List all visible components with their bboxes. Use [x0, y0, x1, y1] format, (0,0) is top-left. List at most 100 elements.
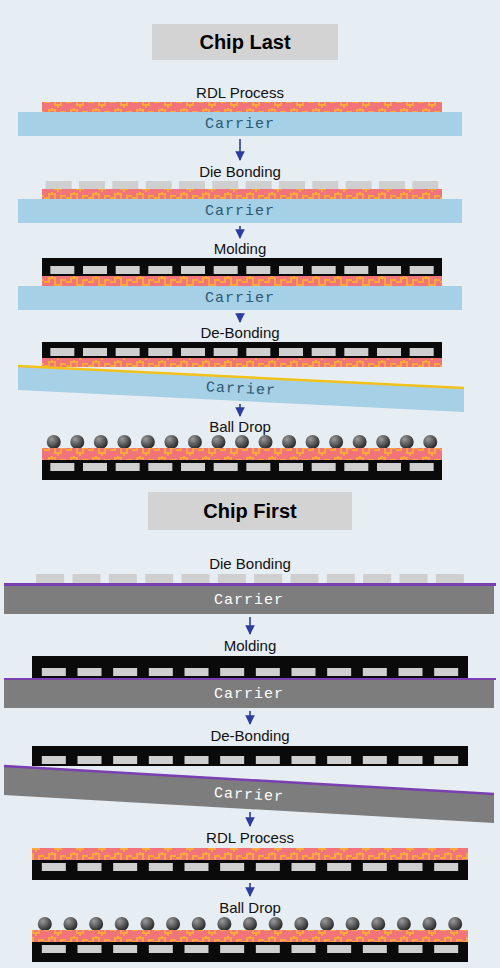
solder-ball — [400, 435, 414, 449]
die — [145, 574, 173, 583]
solder-ball — [47, 435, 61, 449]
flow-arrow — [239, 139, 241, 160]
die — [436, 574, 464, 583]
solder-ball — [38, 917, 52, 931]
die — [312, 463, 336, 471]
die — [377, 266, 401, 274]
rdl-layer — [32, 848, 468, 860]
die — [377, 463, 401, 471]
die — [399, 668, 423, 676]
solder-ball — [141, 435, 155, 449]
rdl-layer — [42, 448, 442, 460]
carrier-label: Carrier — [214, 592, 284, 609]
die — [344, 348, 368, 356]
die — [78, 863, 102, 871]
die — [279, 266, 303, 274]
solder-ball — [188, 435, 202, 449]
die — [112, 181, 138, 189]
die — [149, 668, 173, 676]
die — [214, 266, 238, 274]
carrier-label: Carrier — [206, 379, 277, 399]
step-label: Die Bonding — [199, 163, 281, 180]
die — [292, 863, 316, 871]
flow-arrow — [239, 404, 241, 416]
step-label: Ball Drop — [209, 418, 271, 435]
die — [327, 574, 355, 583]
tilted-carrier — [18, 366, 464, 412]
rdl-layer — [32, 930, 468, 942]
die — [113, 756, 137, 764]
mold-compound — [32, 656, 468, 678]
die — [279, 348, 303, 356]
carrier-band: Carrier — [18, 366, 464, 412]
die — [410, 463, 434, 471]
mold-compound — [42, 460, 442, 480]
solder-ball — [94, 435, 108, 449]
die — [78, 756, 102, 764]
die — [327, 668, 351, 676]
die — [434, 945, 458, 953]
die — [83, 463, 107, 471]
die — [50, 266, 74, 274]
solder-ball — [166, 917, 180, 931]
flow-arrow — [239, 313, 241, 322]
solder-ball — [376, 435, 390, 449]
step-label: Molding — [214, 240, 267, 257]
carrier-band: Carrier — [4, 680, 494, 708]
section-title: Chip Last — [152, 24, 338, 60]
die — [400, 574, 428, 583]
flow-arrow — [249, 617, 251, 634]
die — [83, 266, 107, 274]
die — [79, 181, 105, 189]
mold-compound — [32, 746, 468, 766]
die — [279, 463, 303, 471]
die — [185, 756, 209, 764]
die — [185, 863, 209, 871]
die — [220, 863, 244, 871]
title-text: Chip First — [203, 500, 296, 523]
die — [291, 574, 319, 583]
mold-compound — [32, 942, 468, 962]
die — [83, 348, 107, 356]
die — [148, 348, 172, 356]
flow-arrow — [249, 883, 251, 896]
die — [36, 574, 64, 583]
die — [73, 574, 101, 583]
die — [42, 863, 66, 871]
die — [363, 945, 387, 953]
die — [214, 348, 238, 356]
die — [148, 266, 172, 274]
die — [327, 756, 351, 764]
section-title: Chip First — [148, 492, 352, 530]
rdl-layer — [42, 276, 442, 286]
carrier-label: Carrier — [205, 116, 275, 133]
solder-ball — [346, 917, 360, 931]
solder-ball — [164, 435, 178, 449]
die — [220, 668, 244, 676]
die — [399, 945, 423, 953]
die — [363, 574, 391, 583]
die — [182, 574, 210, 583]
solder-ball — [448, 917, 462, 931]
mold-compound — [32, 860, 468, 880]
die — [256, 863, 280, 871]
carrier-label: Carrier — [205, 290, 275, 307]
rdl-layer — [42, 358, 442, 367]
die — [109, 574, 137, 583]
die — [327, 863, 351, 871]
die — [292, 668, 316, 676]
solder-ball — [329, 435, 343, 449]
solder-ball — [294, 917, 308, 931]
carrier-label: Carrier — [214, 686, 284, 703]
carrier-band: Carrier — [18, 112, 462, 136]
step-label: RDL Process — [206, 829, 294, 846]
mold-compound — [42, 342, 442, 358]
die — [42, 668, 66, 676]
die — [113, 863, 137, 871]
die — [181, 463, 205, 471]
solder-ball — [306, 435, 320, 449]
solder-ball — [192, 917, 206, 931]
solder-ball — [115, 917, 129, 931]
